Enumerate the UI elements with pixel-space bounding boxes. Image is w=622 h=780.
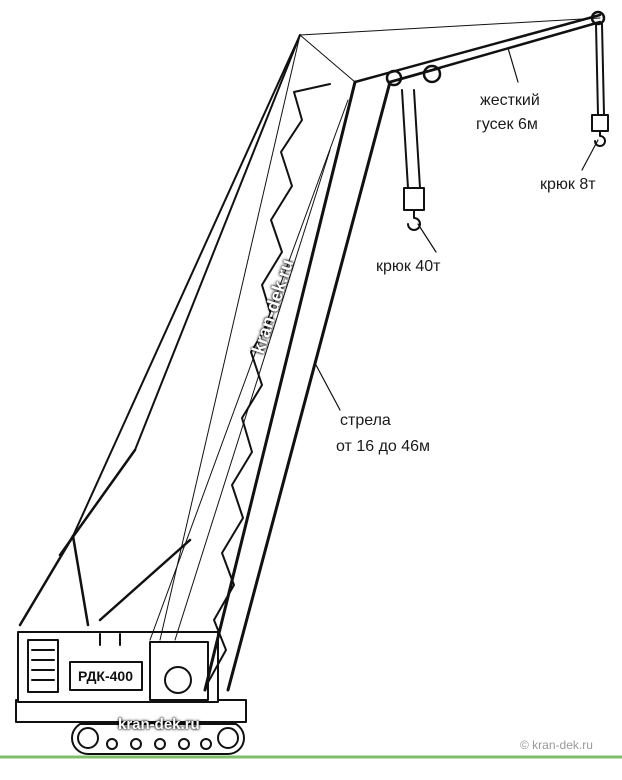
jib-label-line2: гусек 6м — [476, 116, 538, 133]
jib — [353, 10, 606, 87]
boom-label-line2: от 16 до 46м — [336, 438, 431, 455]
machine-house — [17, 631, 219, 703]
copyright-text: © kran-dek.ru — [520, 738, 593, 752]
hook-8t — [591, 23, 609, 147]
lattice-boom — [203, 80, 392, 692]
crane-model-label: РДК-400 — [78, 668, 133, 684]
hook-40t-label: крюк 40т — [376, 258, 441, 275]
leader-lines — [315, 47, 599, 411]
boom-label-line1: стрела — [340, 412, 391, 429]
jib-label-line1: жесткий — [480, 92, 540, 109]
boom-lacing — [205, 83, 331, 687]
crawler-track — [71, 721, 245, 755]
support-ropes — [149, 17, 601, 641]
hook-40t — [401, 89, 425, 231]
gantry-frame — [18, 448, 192, 627]
hook-8t-label: крюк 8т — [540, 176, 596, 193]
pendant-lines — [72, 34, 301, 537]
watermark-track: kran-dek.ru — [118, 716, 200, 733]
